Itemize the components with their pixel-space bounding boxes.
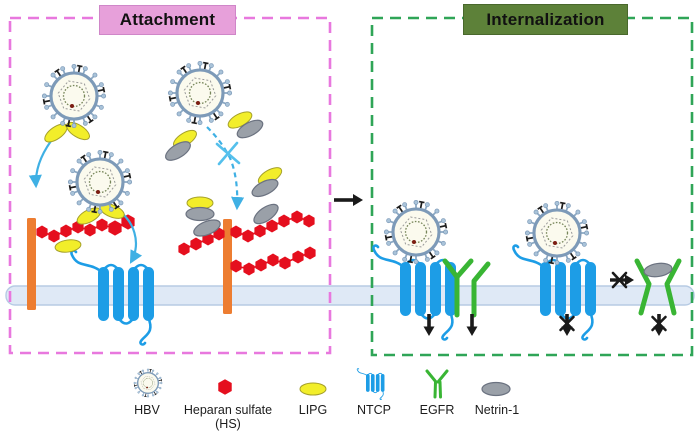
blocked-path-x-icon [215,141,241,166]
arrow-virus-to-hs [28,140,52,189]
attachment-panel-title: Attachment [99,5,236,35]
blocked-internalization-ntcp [559,314,575,336]
heparan-sulfate-chain-right-lower [230,246,316,276]
legend-label-hbv: HBV [134,403,160,417]
legend-label-lipg: LIPG [298,403,328,417]
hbv-virion-on-hs [68,150,131,213]
legend-label-ntcp: NTCP [356,403,392,417]
hbv-virion-internalizing-right [525,201,588,264]
cell-membrane [5,285,695,306]
legend-label-heparan-sulfate: Heparan sulfate [183,403,273,417]
blocked-internalization-egfr [651,314,667,336]
heparan-sulfate-chain-right-upper [230,210,315,243]
netrin1-on-egfr [642,261,674,279]
legend-label-egfr: EGFR [419,403,455,417]
internalization-panel-title: Internalization [463,4,628,35]
heparan-sulfate-chain-left [36,214,135,243]
egfr-active [442,258,491,318]
internalization-arrow-egfr [466,314,478,336]
hbv-virion-internalizing-left [384,200,447,263]
legend-heparan-sulfate-icon [218,379,232,395]
legend-label-netrin: Netrin-1 [474,403,520,417]
hs-core-protein-left [27,218,36,310]
legend-egfr-icon [425,369,449,399]
panel-transition-arrow [334,194,363,206]
legend-label-hs-abbrev: (HS) [215,417,241,431]
hs-core-protein-right [223,219,232,314]
legend-lipg-icon [299,382,327,396]
hbv-virion-free [42,64,105,127]
legend-icons [134,368,511,400]
attachment-panel-border [8,16,332,355]
internalization-panel-border [370,16,694,357]
blocked-binding-arrow [610,271,634,289]
legend-netrin-icon [481,381,511,397]
arrow-blocked-path [206,126,245,211]
legend-hbv-icon [134,369,163,398]
hbv-virion-blocked [168,61,231,124]
legend-ntcp-icon [356,368,385,400]
heparan-sulfate-chain-mid [178,227,225,256]
egfr-netrin-blocked [634,258,682,316]
